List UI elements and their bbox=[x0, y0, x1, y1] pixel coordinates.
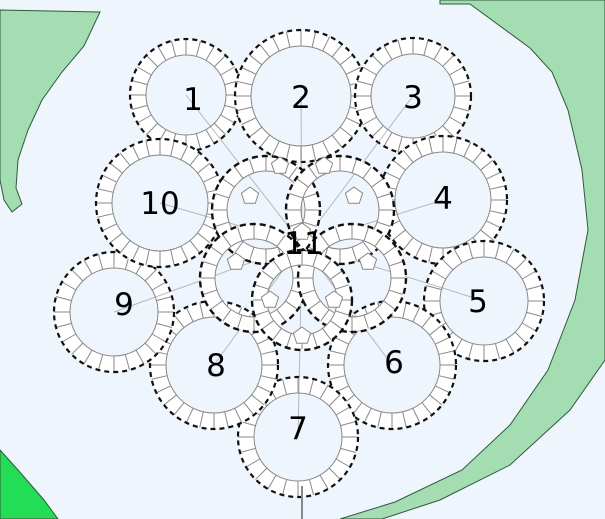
region-label-6[interactable]: 6 bbox=[384, 345, 404, 381]
region-label-11[interactable]: 11 bbox=[284, 226, 323, 262]
region-label-8[interactable]: 8 bbox=[206, 348, 226, 384]
region-label-3[interactable]: 3 bbox=[403, 80, 423, 116]
region-label-5[interactable]: 5 bbox=[468, 284, 488, 320]
region-label-4[interactable]: 4 bbox=[433, 181, 453, 217]
region-label-2[interactable]: 2 bbox=[291, 80, 311, 116]
region-label-1[interactable]: 1 bbox=[183, 82, 203, 118]
region-label-7[interactable]: 7 bbox=[288, 411, 308, 447]
region-label-9[interactable]: 9 bbox=[114, 287, 134, 323]
region-label-10[interactable]: 10 bbox=[140, 186, 179, 222]
